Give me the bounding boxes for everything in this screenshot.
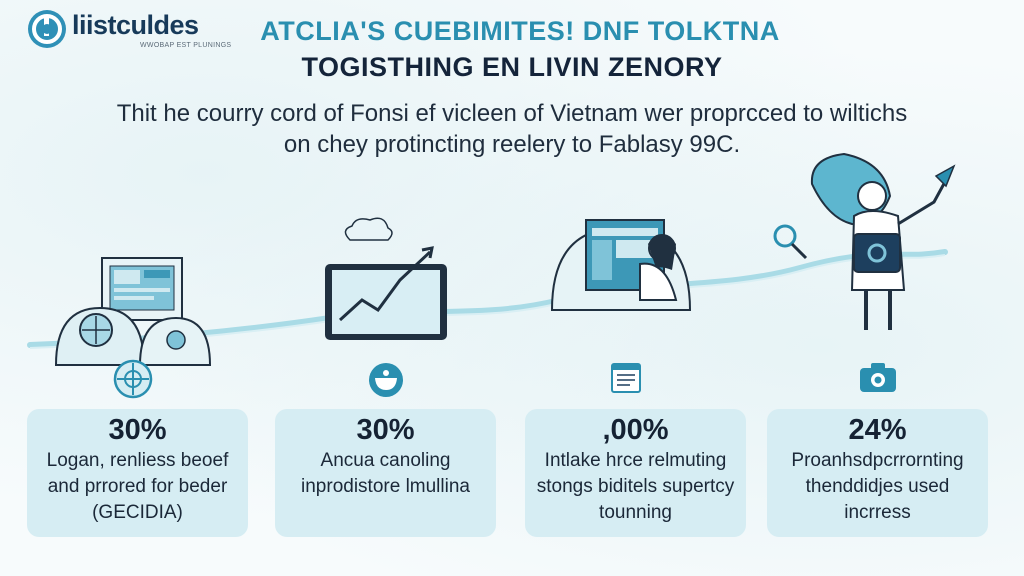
scene-laptop-worker: [550, 219, 692, 311]
stat-card-4: 24% Proanhsdpcrrornting thenddidjes used…: [767, 409, 988, 537]
camera-icon: [860, 363, 896, 392]
page-title-line2: TOGISTHING EN LIVIN ZENORY: [301, 52, 723, 82]
scene-monitor-globe: [54, 257, 212, 366]
bowl-icon: [369, 363, 403, 397]
timeline-path: [27, 249, 948, 348]
stat-percent: ,00%: [602, 414, 669, 446]
stat-description: Intlake hrce relmuting stongs biditels s…: [536, 450, 735, 523]
stat-card-1: 30% Logan, renliess beoef and prrored fo…: [27, 409, 248, 537]
stat-card-3: ,00% Intlake hrce relmuting stongs bidit…: [525, 409, 746, 537]
stat-card-2: 30% Ancua canoling inprodistore lmullina: [275, 409, 496, 537]
stat-description: Logan, renliess beoef and prrored for be…: [46, 450, 229, 523]
stat-percent: 24%: [848, 414, 907, 446]
stat-description: Ancua canoling inprodistore lmullina: [301, 450, 470, 497]
calendar-icon: [611, 363, 641, 393]
brand-tagline: WWOBAP EST PLUNINGS: [140, 42, 232, 49]
crosshair-icon: [113, 359, 153, 399]
stat-description: Proanhsdpcrrornting thenddidjes used inc…: [791, 450, 964, 523]
scene-standing-figure: [773, 152, 956, 330]
brand-logo[interactable]: liistculdes WWOBAP EST PLUNINGS: [28, 8, 231, 52]
scene-tablet-chart: [325, 217, 447, 340]
page-subtitle: Thit he courry cord of Fonsi ef vicleen …: [116, 100, 908, 158]
page-title-line1: ATCLIA'S CUEBIMITES! DNF TOLKTNA: [260, 16, 780, 46]
timeline-illustration: [27, 152, 956, 366]
brand-name: liistculdes: [72, 10, 199, 40]
stat-percent: 30%: [108, 414, 167, 446]
stat-percent: 30%: [356, 414, 415, 446]
logo-mark-icon: [28, 10, 66, 48]
